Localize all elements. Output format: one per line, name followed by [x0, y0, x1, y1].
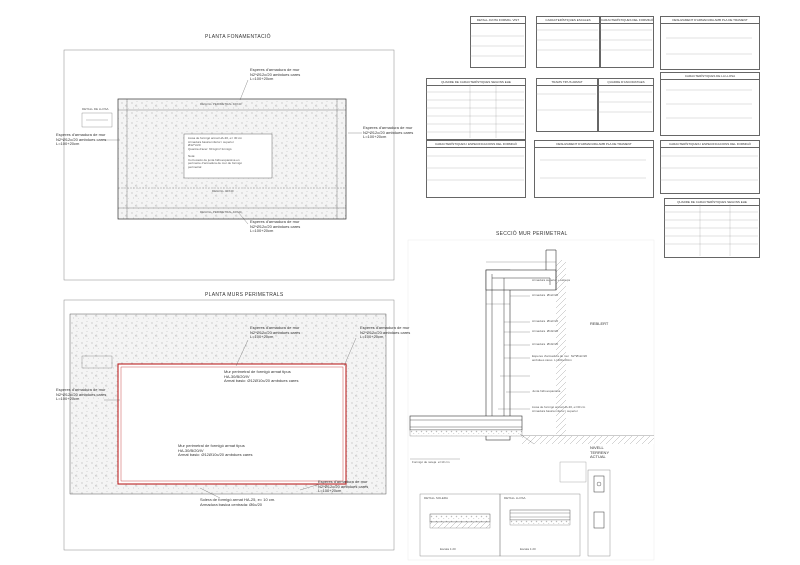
table-quadre-ehe-2: QUADRE DE CARACTERÍSTIQUES SEGONS EHE — [664, 198, 760, 258]
tag-degoll-mid: DEGOLL 40X40 — [212, 189, 234, 193]
note-mur-inner-top: Mur perimetral de formigó armat tipus HA… — [224, 369, 299, 384]
table-quadre-ehe-2-header: QUADRE DE CARACTERÍSTIQUES SEGONS EHE — [665, 199, 759, 206]
table-escales-header: CARACTERÍSTIQUES ESCALES — [537, 17, 599, 24]
label-arm4: Armadura Ø10c/20 — [532, 342, 559, 346]
details-bottom — [419, 461, 611, 557]
note-murs-left: Esperes d'armadura de mur N2*Ø12c/20 amb… — [56, 387, 107, 402]
table-quadre-ehe: QUADRE DE CARACTERÍSTIQUES SEGONS EHE — [426, 78, 526, 140]
table-especificacions-2: CARACTERÍSTIQUES I ESPECIFICACIONS DEL F… — [660, 140, 760, 194]
table-llosa: CARACTERÍSTIQUES DE LA LLOSA — [660, 72, 760, 136]
escala-solera: Escala 1:20 — [440, 547, 456, 551]
tag-degoll-top: DEGOLL PERIMETRAL 40X40 — [200, 102, 242, 106]
table-ancoratges: QUADRE D'ANCORATGES — [598, 78, 654, 132]
table-ancoratges-header: QUADRE D'ANCORATGES — [599, 79, 653, 86]
note-murs-top: Esperes d'armadura de mur N2*Ø12c/20 amb… — [250, 325, 301, 340]
legend-llosa-title: DETALL DE LLOSA — [82, 107, 109, 111]
detall-solera-title: DETALL SOLERA — [424, 496, 449, 500]
label-llosa: Llosa de formigó armat HA-30, e=30 cm Ar… — [532, 405, 586, 413]
label-reblert: REBLERT — [590, 321, 609, 326]
table-trams: TRAMS TIPUS ARMAT — [536, 78, 598, 132]
note-mur-inner-bottom: Mur perimetral de formigó armat tipus HA… — [178, 443, 253, 458]
label-formigo-neteja: Formigó de neteja e=10 cm — [412, 460, 450, 464]
label-junta: Junta hidroexpansiva — [532, 389, 561, 393]
table-junta-header: DETALL JUNTA FORMIG. VIST — [471, 17, 525, 24]
note-murs-bottom-right: Esperes d'armadura de mur N2*Ø12c/20 amb… — [318, 479, 369, 494]
table-formigo: CARACTERÍSTIQUES DEL FORMIGÓ — [600, 16, 654, 68]
note-solera: Solera de formigó armat HA-25, e= 10 cm.… — [200, 497, 276, 507]
label-arm2: Armadura Ø12c/20 — [532, 319, 559, 323]
note-murs-right: Esperes d'armadura de mur N2*Ø12c/20 amb… — [360, 325, 411, 340]
table-escales: CARACTERÍSTIQUES ESCALES — [536, 16, 600, 68]
table-trams-header: TRAMS TIPUS ARMAT — [537, 79, 597, 86]
planta-murs-title: PLANTA MURS PERIMETRALS — [205, 292, 284, 298]
escala-llosa: Escala 1:20 — [520, 547, 536, 551]
table-llosa-header: CARACTERÍSTIQUES DE LA LLOSA — [661, 73, 759, 80]
note-esperes-left: Esperes d'armadura de mur N2*Ø12c/20 amb… — [56, 132, 107, 147]
table-junta: DETALL JUNTA FORMIG. VIST — [470, 16, 526, 68]
table-quadre-ehe-header: QUADRE DE CARACTERÍSTIQUES SEGONS EHE — [427, 79, 525, 86]
planta-fonamentacio — [63, 49, 395, 281]
planta-fonamentacio-title: PLANTA FONAMENTACIÓ — [205, 34, 271, 40]
table-deslizament-2: DESLIZAMENT D'ARMADURA AMB PLA DE TRAMEN… — [534, 140, 654, 198]
note-llosa-center: Llosa de formigó armat HA-30, e= 30 cm A… — [188, 136, 243, 169]
label-esperes: Esperes d'armadura de mur N2*Ø12c/20 amb… — [532, 354, 588, 362]
table-especificacions-2-header: CARACTERÍSTIQUES I ESPECIFICACIONS DEL F… — [661, 141, 759, 148]
seccio-mur — [407, 239, 655, 561]
note-esperes-bottom: Esperes d'armadura de mur N2*Ø12c/20 amb… — [250, 219, 301, 234]
table-especificacions-1: CARACTERÍSTIQUES I ESPECIFICACIONS DEL F… — [426, 140, 526, 198]
tag-degoll-bottom: DEGOLL PERIMETRAL 40X40 — [200, 210, 242, 214]
table-formigo-header: CARACTERÍSTIQUES DEL FORMIGÓ — [601, 18, 653, 24]
seccio-title: SECCIÓ MUR PERIMETRAL — [496, 231, 568, 237]
note-esperes-top: Esperes d'armadura de mur N2*Ø12c/20 amb… — [250, 67, 301, 82]
label-arm3: Armadura Ø10c/20 — [532, 329, 559, 333]
table-especificacions-1-header: CARACTERÍSTIQUES I ESPECIFICACIONS DEL F… — [427, 141, 525, 148]
label-nivell-terreny: NIVELL TERRENY ACTUAL — [590, 445, 610, 460]
table-deslizament-2-header: DESLIZAMENT D'ARMADURA AMB PLA DE TRAMEN… — [535, 141, 653, 148]
label-coronament: Armadura superior + estreps — [532, 278, 571, 282]
note-esperes-right: Esperes d'armadura de mur N2*Ø12c/20 amb… — [363, 125, 414, 140]
table-deslizament-header: DESLIZAMENT D'ARMADURA AMB PLA DE TRAMEN… — [661, 17, 759, 24]
planta-murs — [63, 299, 395, 551]
label-arm1: Armadura Ø12c/20 — [532, 293, 559, 297]
detall-llosa-title: DETALL LLOSA — [504, 496, 526, 500]
table-deslizament: DESLIZAMENT D'ARMADURA AMB PLA DE TRAMEN… — [660, 16, 760, 70]
